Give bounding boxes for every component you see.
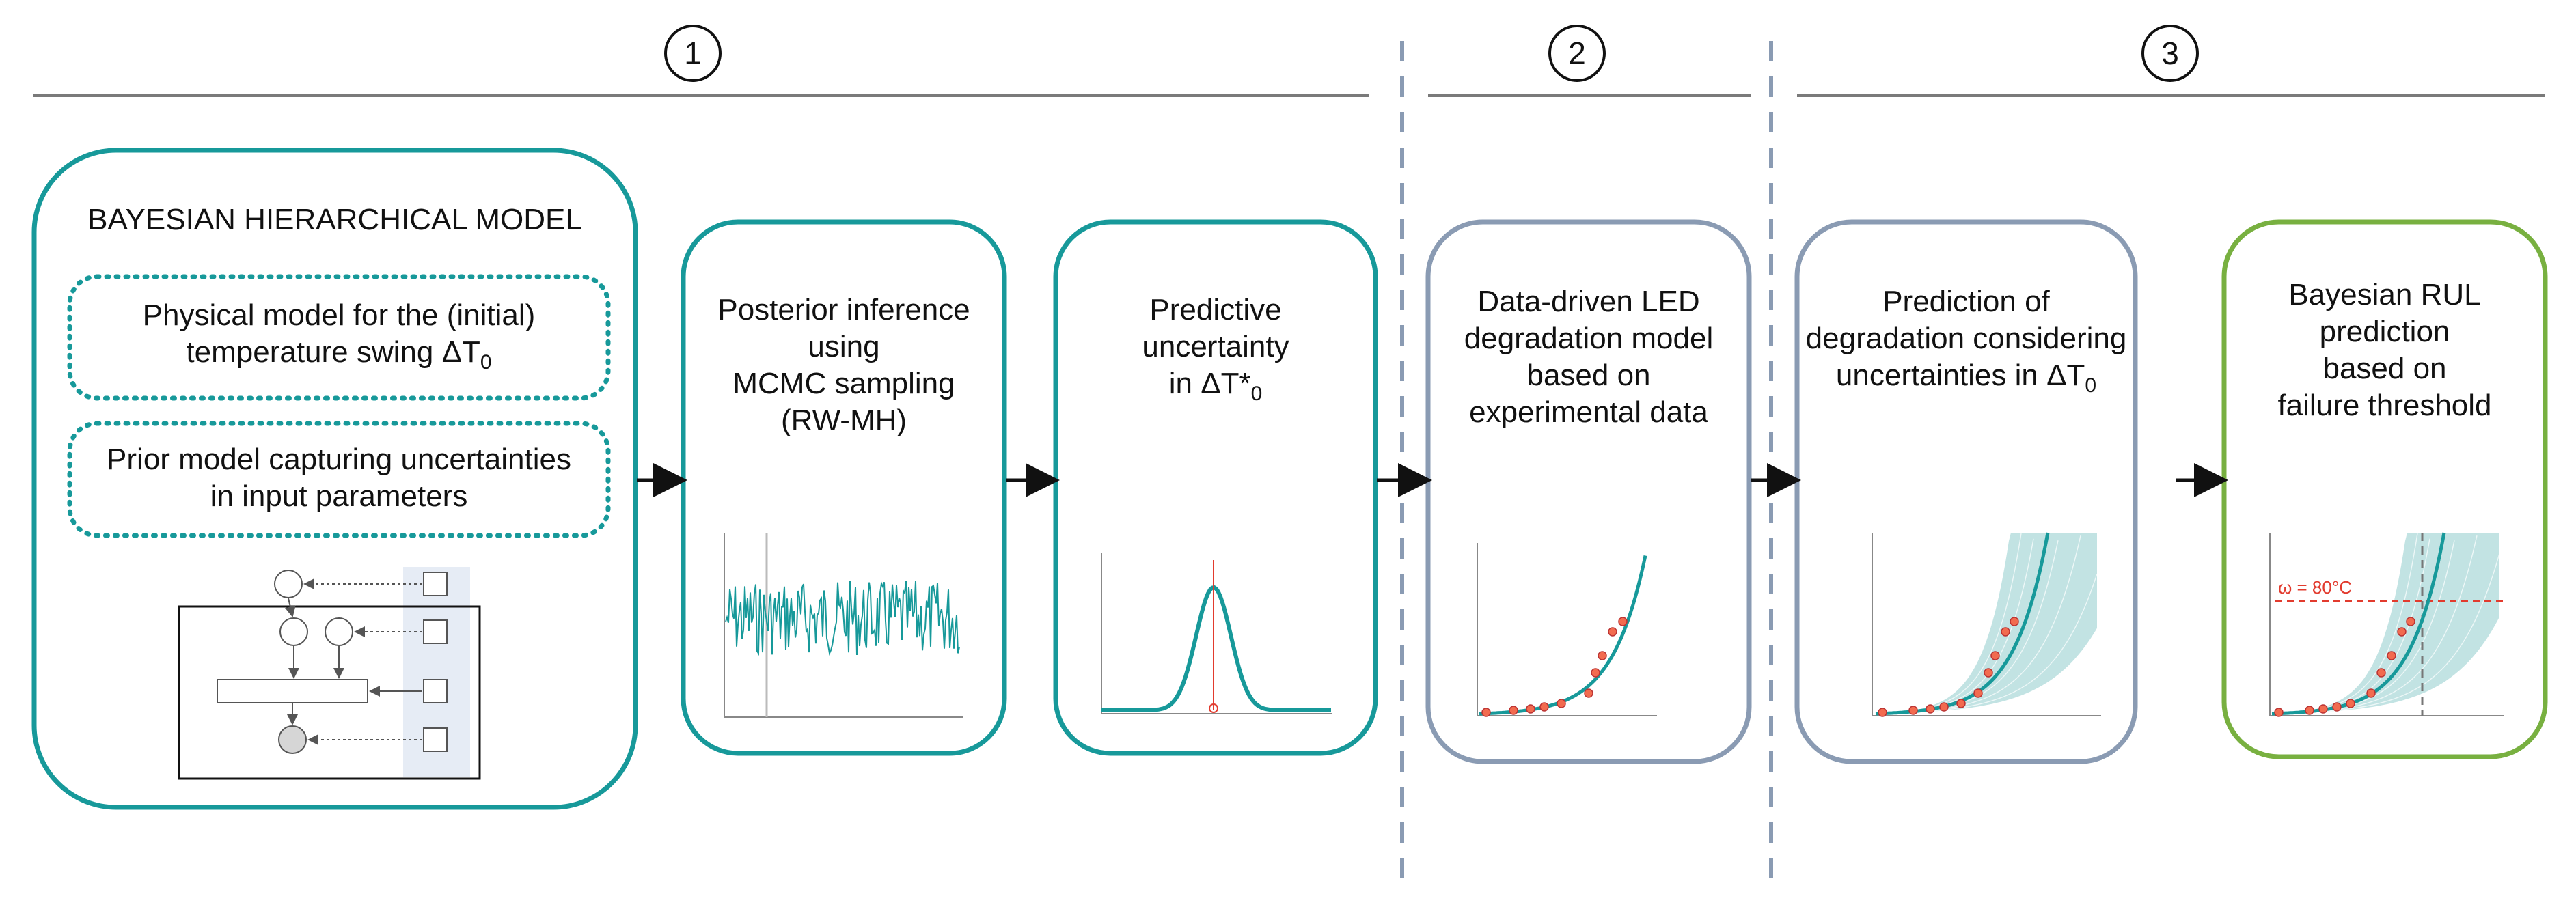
mcmc-trace-plot xyxy=(724,533,963,718)
rul-text: Bayesian RUL prediction based on failure… xyxy=(2228,277,2542,424)
led-model-line2: degradation model xyxy=(1464,322,1714,355)
data-point xyxy=(1539,702,1549,712)
prediction-line2: degradation considering xyxy=(1805,322,2127,355)
posterior-text: Posterior inference using MCMC sampling … xyxy=(687,292,1001,439)
data-point xyxy=(1526,704,1535,714)
data-point xyxy=(2376,668,2386,678)
data-point xyxy=(2366,688,2376,698)
physical-model-box xyxy=(67,274,611,401)
data-point xyxy=(1618,617,1628,626)
rul-line2: prediction xyxy=(2319,315,2450,348)
prior-model-line2: in input parameters xyxy=(210,479,468,513)
data-point xyxy=(1584,688,1593,698)
posterior-line3: MCMC sampling xyxy=(732,367,955,400)
bhm-box xyxy=(31,148,638,810)
predictive-line3: in ΔT*0 xyxy=(1168,367,1263,405)
failure-threshold-label: ω = 80°C xyxy=(2278,577,2353,598)
prior-model-box xyxy=(67,421,611,538)
degradation-prediction-plot xyxy=(1872,532,2101,717)
data-point xyxy=(2387,651,2396,660)
predictive-line2: uncertainty xyxy=(1142,330,1289,363)
hierarchical-graph-icon xyxy=(178,567,481,780)
physical-model-line1: Physical model for the (initial) xyxy=(142,298,536,332)
prior-model-text: Prior model capturing uncertainties in i… xyxy=(75,441,603,515)
data-point xyxy=(2001,627,2010,637)
physical-model-line2: temperature swing ΔT0 xyxy=(186,335,492,374)
data-point xyxy=(2346,699,2355,708)
data-point xyxy=(1481,708,1491,717)
data-point xyxy=(1973,688,1983,698)
data-point xyxy=(1509,706,1518,715)
prediction-text: Prediction of degradation considering un… xyxy=(1800,283,2132,404)
data-point xyxy=(2010,617,2019,626)
data-point xyxy=(2274,708,2284,717)
data-point xyxy=(2305,706,2314,715)
rul-line1: Bayesian RUL xyxy=(2288,278,2481,311)
data-point xyxy=(1557,699,1566,708)
predictive-text: Predictive uncertainty in ΔT*0 xyxy=(1059,292,1372,413)
rul-line4: failure threshold xyxy=(2277,389,2492,422)
data-point xyxy=(1984,668,1993,678)
physical-model-text: Physical model for the (initial) tempera… xyxy=(75,297,603,381)
data-point xyxy=(1990,651,2000,660)
led-model-line1: Data-driven LED xyxy=(1477,285,1700,318)
posterior-line1: Posterior inference xyxy=(717,293,970,326)
data-point xyxy=(1926,704,1935,714)
data-point xyxy=(1608,627,1617,637)
posterior-line4: (RW-MH) xyxy=(780,404,907,437)
led-model-line3: based on xyxy=(1526,359,1651,392)
data-point xyxy=(2397,627,2407,637)
step-number-1: 1 xyxy=(664,25,722,82)
data-point xyxy=(1939,702,1949,712)
prediction-line1: Prediction of xyxy=(1882,285,2050,318)
led-model-line4: experimental data xyxy=(1469,395,1708,429)
bhm-title: BAYESIAN HIERARCHICAL MODEL xyxy=(87,203,582,236)
data-point xyxy=(1878,708,1887,717)
step-number-3: 3 xyxy=(2141,25,2199,82)
prior-model-line1: Prior model capturing uncertainties xyxy=(107,443,571,476)
step-number-2: 2 xyxy=(1548,25,1606,82)
data-point xyxy=(1598,651,1607,660)
data-point xyxy=(1591,668,1600,678)
data-point xyxy=(2332,702,2342,712)
predictive-density-plot xyxy=(1101,553,1332,714)
predictive-line1: Predictive xyxy=(1149,293,1282,326)
data-point xyxy=(1908,706,1918,715)
posterior-line2: using xyxy=(808,330,880,363)
led-degradation-plot xyxy=(1477,543,1657,717)
prediction-line3: uncertainties in ΔT0 xyxy=(1835,359,2097,397)
data-point xyxy=(1956,699,1966,708)
rul-prediction-plot xyxy=(2269,532,2504,717)
data-point xyxy=(2406,617,2415,626)
rul-line3: based on xyxy=(2322,352,2447,385)
data-point xyxy=(2318,704,2328,714)
led-model-text: Data-driven LED degradation model based … xyxy=(1431,283,1746,431)
